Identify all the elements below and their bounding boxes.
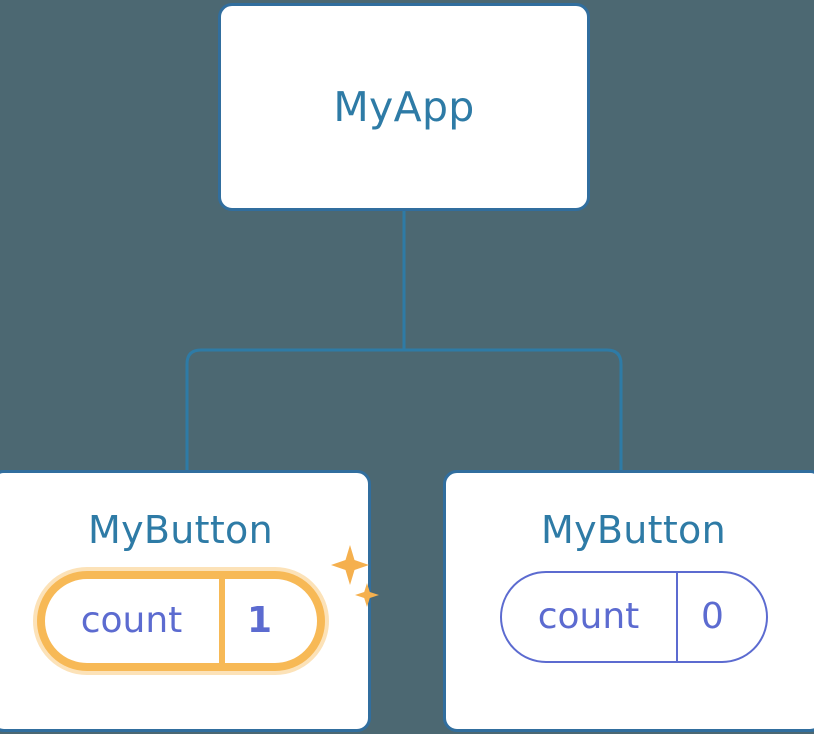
node-title: MyApp [333, 82, 475, 131]
sparkle-group [323, 539, 383, 619]
state-pill-container: count 1 [32, 545, 379, 675]
node-mybutton-left[interactable]: MyButton count 1 [0, 470, 379, 732]
state-key-cell: count [45, 579, 225, 663]
node-title: MyButton [541, 508, 726, 552]
node-mybutton-right[interactable]: MyButton count 0 [443, 470, 814, 732]
state-value-label: 0 [701, 596, 724, 637]
node-title: MyButton [88, 508, 273, 552]
node-myapp[interactable]: MyApp [218, 3, 590, 211]
state-key-label: count [537, 596, 640, 637]
state-value-label: 1 [246, 600, 273, 641]
state-pill[interactable]: count 0 [499, 571, 768, 663]
state-key-cell: count [502, 573, 678, 661]
state-value-cell: 1 [225, 579, 295, 663]
state-key-label: count [80, 600, 183, 641]
connector-bracket [185, 348, 623, 470]
sparkle-icon [354, 583, 379, 607]
state-value-cell: 0 [678, 573, 748, 661]
sparkle-icon [330, 545, 369, 585]
state-pill-highlighted[interactable]: count 1 [32, 567, 329, 675]
state-pill-container: count 0 [499, 571, 768, 663]
